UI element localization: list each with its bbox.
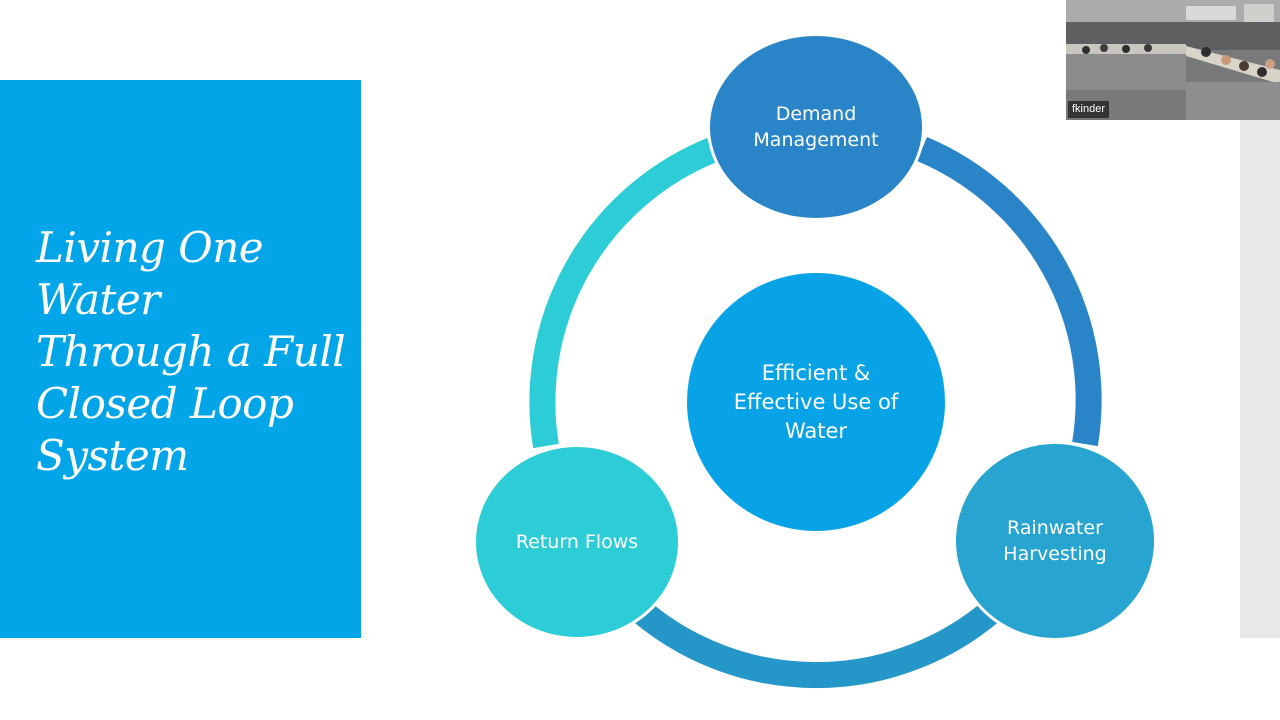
slide-title: Living One Water Through a Full Closed L…: [36, 223, 346, 480]
ring-arc-left: [529, 137, 717, 449]
ring-arc-bottom: [633, 598, 1004, 689]
participant-name-label: fkinder: [1068, 101, 1110, 118]
node-demand-management: Demand Management: [707, 33, 925, 221]
node-center-efficient-use: Efficient & Effective Use of Water: [687, 273, 945, 531]
ring-arc-top-right: [916, 137, 1102, 447]
node-label: Rainwater Harvesting: [1003, 517, 1107, 565]
node-return-flows: Return Flows: [473, 444, 681, 640]
node-label: Return Flows: [515, 531, 639, 553]
participant-video-tile[interactable]: fkinder: [1066, 0, 1280, 120]
title-panel: [0, 80, 361, 638]
slide-edge: [1240, 120, 1280, 638]
node-label: Efficient & Effective Use of Water: [733, 360, 899, 443]
node-label: Demand Management: [753, 103, 879, 151]
node-rainwater-harvesting: Rainwater Harvesting: [953, 441, 1157, 641]
video-feed: [1066, 0, 1280, 120]
